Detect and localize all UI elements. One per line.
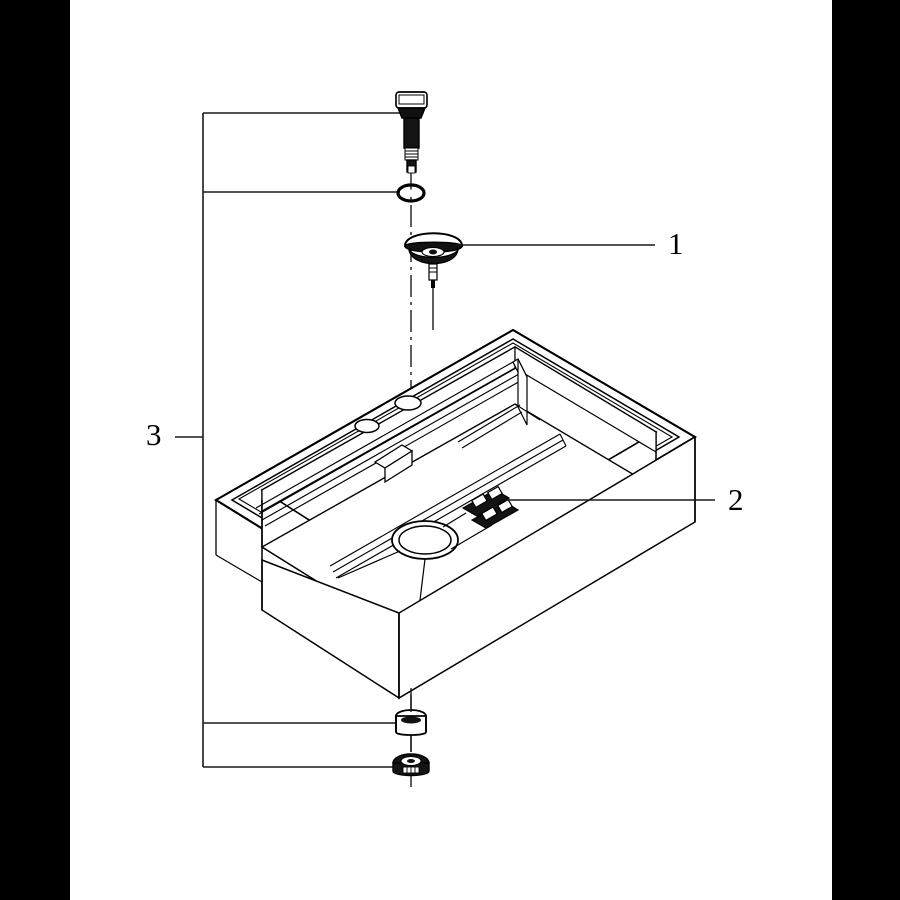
waste-sleeve-part (395, 688, 427, 752)
o-ring-part (396, 183, 426, 203)
drainboard-ridge (512, 358, 528, 426)
lock-nut-part (392, 753, 430, 777)
drain-hole (337, 512, 493, 601)
pillarbox-left (0, 0, 70, 900)
sink-basin (213, 328, 698, 700)
callout-number-2: 2 (728, 482, 744, 517)
drainboard-grooves (255, 361, 567, 579)
mounting-clips-part (461, 485, 520, 529)
pillarbox-right (832, 0, 900, 900)
callout-number-3: 3 (146, 417, 162, 452)
callout-number-1: 1 (668, 226, 684, 261)
overflow-slot (373, 444, 414, 484)
tap-holes (354, 395, 422, 434)
drain-stopper-part (403, 232, 464, 330)
assembly-bracket (175, 112, 411, 768)
push-button-valve-part (395, 91, 428, 174)
basin-slope-lines (457, 403, 541, 449)
